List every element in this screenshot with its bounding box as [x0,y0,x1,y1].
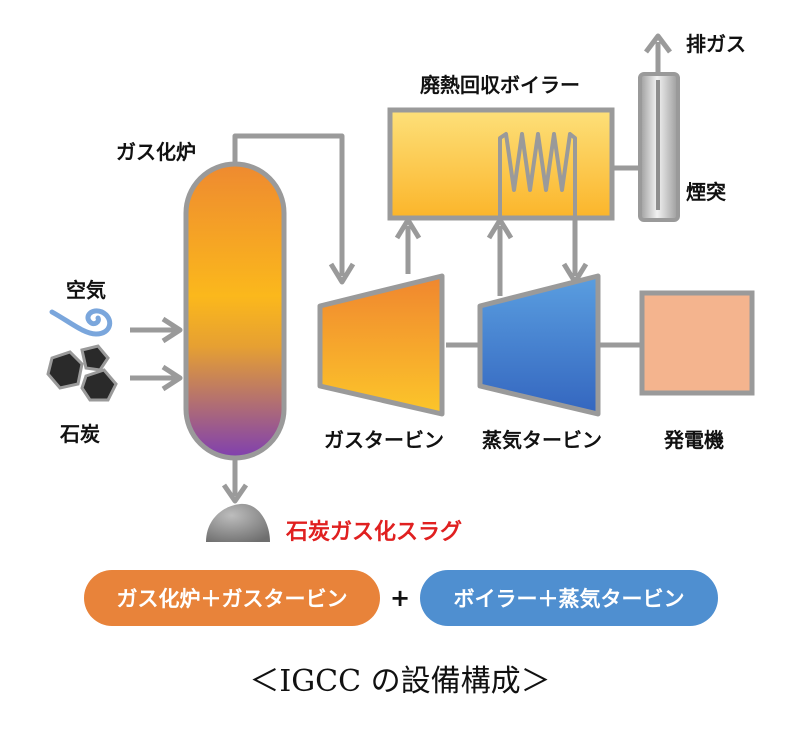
legend-plus: + [390,584,411,612]
label-generator: 発電機 [664,428,724,452]
arrow-head-coal [161,364,183,392]
gasifier-vessel [183,161,287,461]
legend-boiler-st-pill: ボイラー＋蒸気タービン [420,570,718,626]
label-hrsg: 廃熱回収ボイラー [420,73,580,97]
air-swirl-icon [49,308,113,337]
label-gas-turbine: ガスタービン [324,428,444,452]
label-air: 空気 [66,278,106,302]
steam-turbine [477,273,601,417]
label-exhaust: 排ガス [686,32,746,56]
label-steam-turbine: 蒸気タービン [482,428,602,452]
gasifier-to-gt-line [232,133,345,276]
flow-lines [130,33,672,504]
coal-lumps-icon [46,344,118,402]
slag-pile-icon [206,503,270,542]
generator-box [639,290,755,396]
heat-exchanger-coil [498,132,577,216]
label-slag: 石炭ガス化スラグ [286,520,463,545]
gas-turbine [317,273,445,417]
arrow-head-air [161,316,183,344]
label-coal: 石炭 [60,422,100,446]
arrow-head-gt-in [328,262,356,285]
diagram-caption: ＜IGCC の設備構成＞ [249,664,551,699]
arrow-head-exhaust [644,33,672,54]
label-stack: 煙突 [686,180,726,204]
legend-gasifier-gt-pill: ガス化炉＋ガスタービン [84,570,380,626]
label-gasifier: ガス化炉 [116,140,196,164]
arrow-head-slag [221,483,249,504]
